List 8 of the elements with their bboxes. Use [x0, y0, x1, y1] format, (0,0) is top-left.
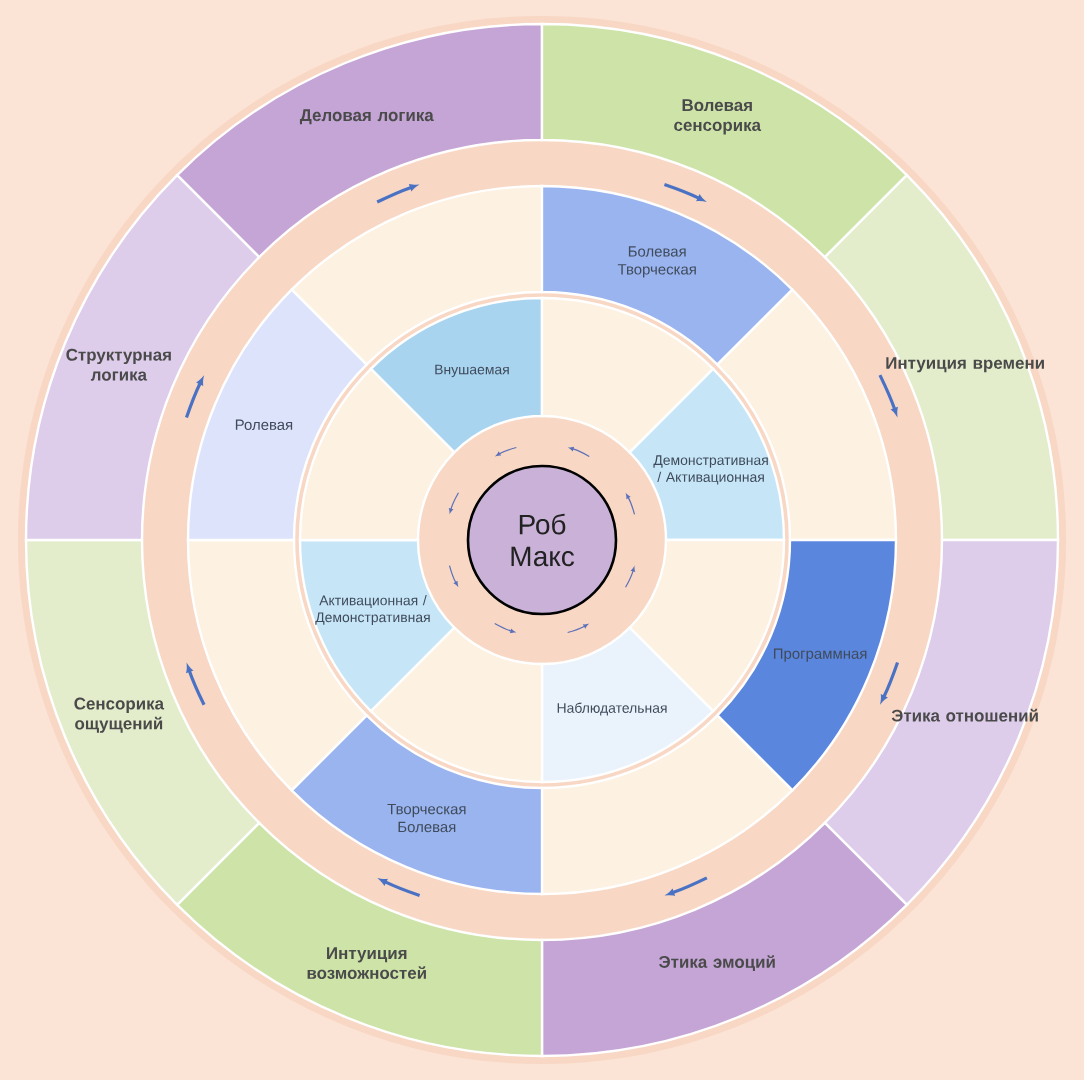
outer-ring-segment: Сенсорика ощущений [24, 538, 261, 907]
inner-ring-segment [540, 296, 715, 454]
outer-ring-segment: Этика эмоций [540, 821, 909, 1058]
middle-ring-segment [540, 714, 794, 896]
outer-ring-segment: Деловая логика [175, 22, 544, 259]
inner-ring-segment [369, 626, 544, 784]
outer-ring-segment: Интуиция времени [823, 173, 1060, 542]
middle-ring-segment [290, 184, 544, 366]
